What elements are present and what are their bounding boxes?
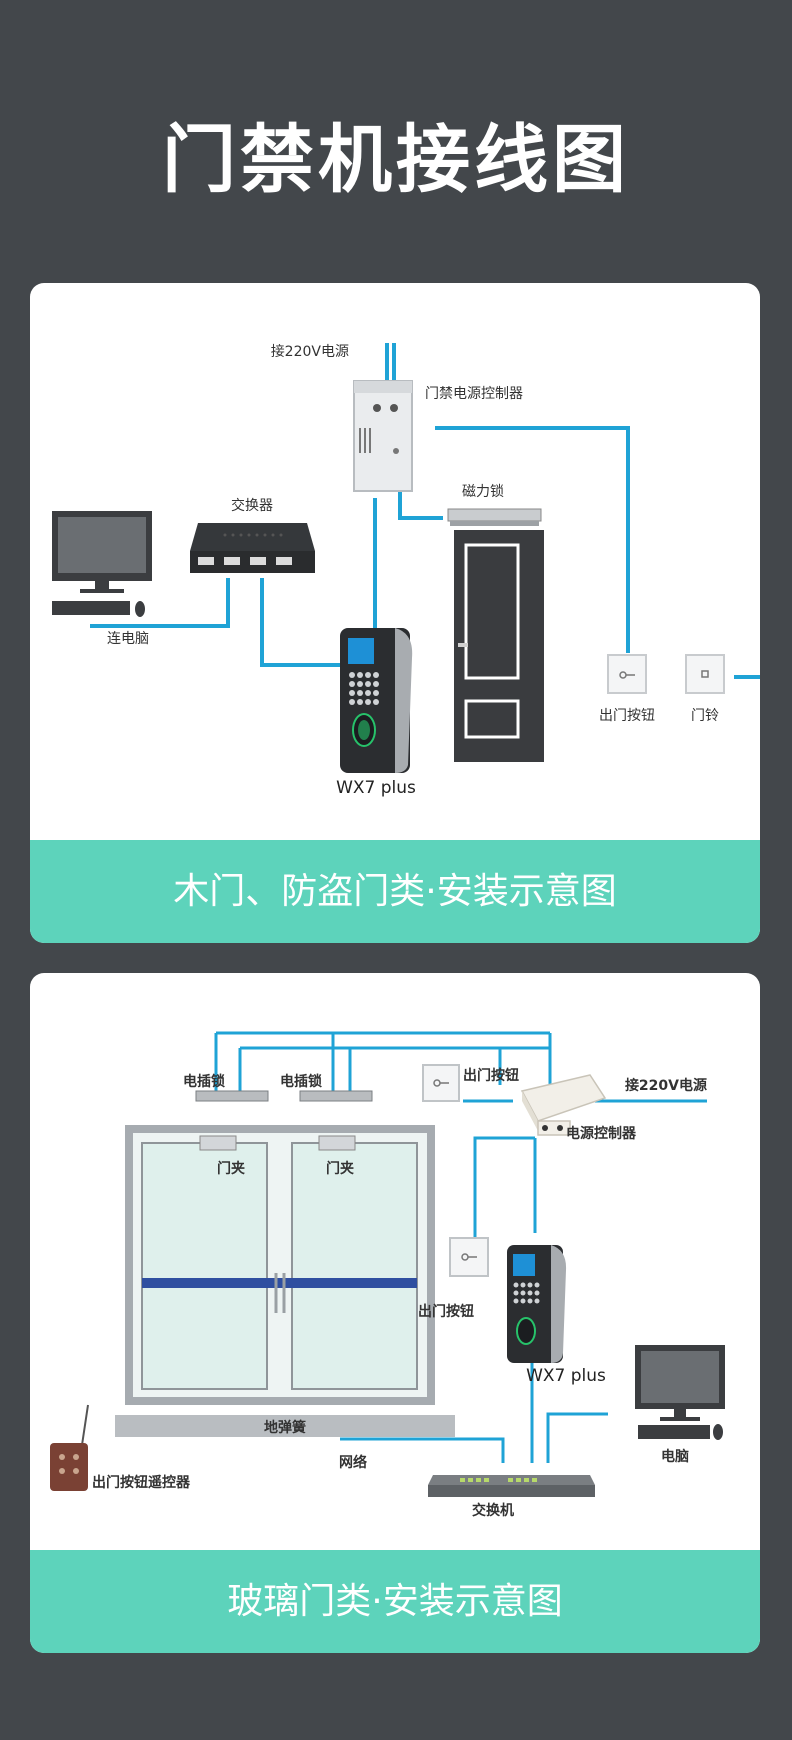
floor-spring-icon <box>115 1415 455 1437</box>
fingerprint-device-icon <box>340 628 413 773</box>
power-controller-icon <box>353 380 413 492</box>
floor-spring-label: 地弹簧 <box>264 1419 306 1436</box>
computer-label: 电脑 <box>661 1448 689 1465</box>
power-input-label: 接220V电源 <box>625 1077 707 1094</box>
wood-door-caption: 木门、防盗门类·安装示意图 <box>30 840 760 943</box>
maglock-label: 磁力锁 <box>462 484 504 500</box>
device-label: WX7 plus <box>336 778 416 798</box>
exit-button-mid-label: 出门按钮 <box>418 1303 474 1320</box>
wood-door-diagram: 接220V电源 门禁电源控制器 连电脑 交换器 <box>52 343 760 798</box>
exit-button-label: 出门按钮 <box>599 708 655 724</box>
computer-icon <box>52 511 152 617</box>
remote-label: 出门按钮遥控器 <box>92 1474 191 1491</box>
bolt-lock-icon <box>195 1090 373 1102</box>
bolt-lock-label-2: 电插锁 <box>280 1073 322 1090</box>
switch-label: 交换机 <box>472 1502 514 1519</box>
glass-door-icon <box>125 1125 435 1405</box>
glass-door-diagram: 电插锁 电插锁 门夹 门夹 出门按钮 接220V电源 电源控制器 <box>50 1031 725 1519</box>
door-clamp-label-2: 门夹 <box>326 1160 354 1177</box>
network-switch-icon <box>428 1475 595 1497</box>
door-clamp-label-1: 门夹 <box>217 1160 245 1177</box>
network-label: 网络 <box>339 1454 367 1471</box>
exit-button-top-label: 出门按钮 <box>463 1067 519 1084</box>
wiring <box>214 1031 707 1463</box>
exit-button-icon <box>607 654 647 694</box>
door-icon <box>454 530 544 762</box>
remote-control-icon <box>50 1404 89 1491</box>
glass-door-caption: 玻璃门类·安装示意图 <box>30 1550 760 1653</box>
page-title: 门禁机接线图 <box>162 117 630 203</box>
device-label: WX7 plus <box>526 1366 606 1386</box>
switch-label: 交换器 <box>231 497 273 514</box>
exit-button-top-icon <box>422 1064 460 1102</box>
maglock-icon <box>447 508 542 526</box>
pc-label: 连电脑 <box>107 631 149 647</box>
computer-icon <box>635 1345 725 1440</box>
exit-button-mid-icon <box>449 1237 489 1277</box>
fingerprint-device-icon <box>507 1245 567 1363</box>
glass-door-diagram-card: 电插锁 电插锁 门夹 门夹 出门按钮 接220V电源 电源控制器 <box>30 973 760 1653</box>
power-input-label: 接220V电源 <box>271 343 349 360</box>
power-controller-label: 电源控制器 <box>566 1125 637 1142</box>
network-switch-icon <box>190 523 315 573</box>
wood-door-diagram-card: 接220V电源 门禁电源控制器 连电脑 交换器 <box>30 283 760 943</box>
door-clamp-icon <box>199 1135 356 1151</box>
doorbell-icon <box>685 654 725 694</box>
bolt-lock-label-1: 电插锁 <box>183 1073 225 1090</box>
power-controller-label: 门禁电源控制器 <box>425 386 523 402</box>
power-controller-icon <box>520 1074 607 1136</box>
doorbell-label: 门铃 <box>691 708 719 724</box>
